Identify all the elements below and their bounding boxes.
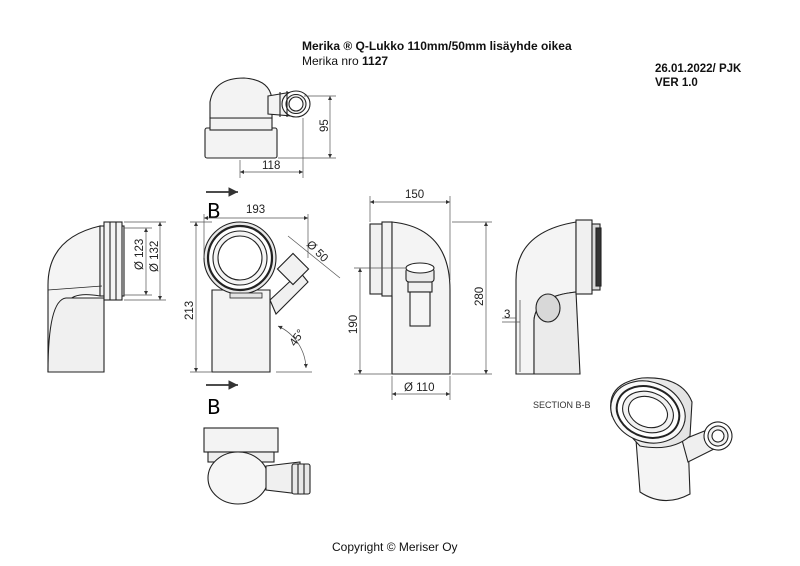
dim-95: 95 [319, 119, 331, 132]
dim-3: 3 [504, 309, 510, 321]
product-number-prefix: Merika nro [302, 54, 363, 68]
dim-d132: Ø 132 [149, 241, 161, 272]
top-view [204, 77, 311, 159]
copyright: Copyright © Meriser Oy [332, 540, 458, 554]
date-author: 26.01.2022/ PJK [655, 63, 742, 75]
version: VER 1.0 [655, 77, 698, 89]
front-view-dimensions [190, 214, 341, 373]
dim-190: 190 [348, 315, 360, 334]
section-markers [206, 187, 238, 390]
side-view-dimensions [354, 196, 492, 400]
section-label: SECTION B-B [533, 400, 591, 410]
product-number: 1127 [362, 54, 389, 68]
dim-280: 280 [474, 287, 486, 306]
product-number-line: Merika nro 1127 [302, 54, 388, 68]
front-view [203, 221, 310, 373]
dim-d123: Ø 123 [134, 239, 146, 270]
isometric-view [610, 377, 733, 502]
section-view-dimensions [502, 317, 520, 323]
dim-193: 193 [246, 204, 265, 216]
side-view [369, 221, 451, 375]
top-view-dimensions [239, 95, 336, 178]
section-marker-bottom: B [207, 395, 221, 419]
revision-block: 26.01.2022/ PJK VER 1.0 [655, 62, 741, 90]
dim-45: 45° [288, 328, 308, 349]
left-view [47, 221, 125, 373]
section-marker-top: B [207, 199, 221, 223]
section-view [515, 219, 602, 375]
dim-d110: Ø 110 [404, 382, 434, 394]
drawing-title: Merika ® Q-Lukko 110mm/50mm lisäyhde oik… [302, 39, 572, 53]
dim-213: 213 [184, 301, 196, 320]
left-view-dimensions [124, 221, 166, 301]
dim-118: 118 [262, 160, 280, 172]
dim-150: 150 [405, 189, 424, 201]
bottom-view [203, 427, 311, 505]
